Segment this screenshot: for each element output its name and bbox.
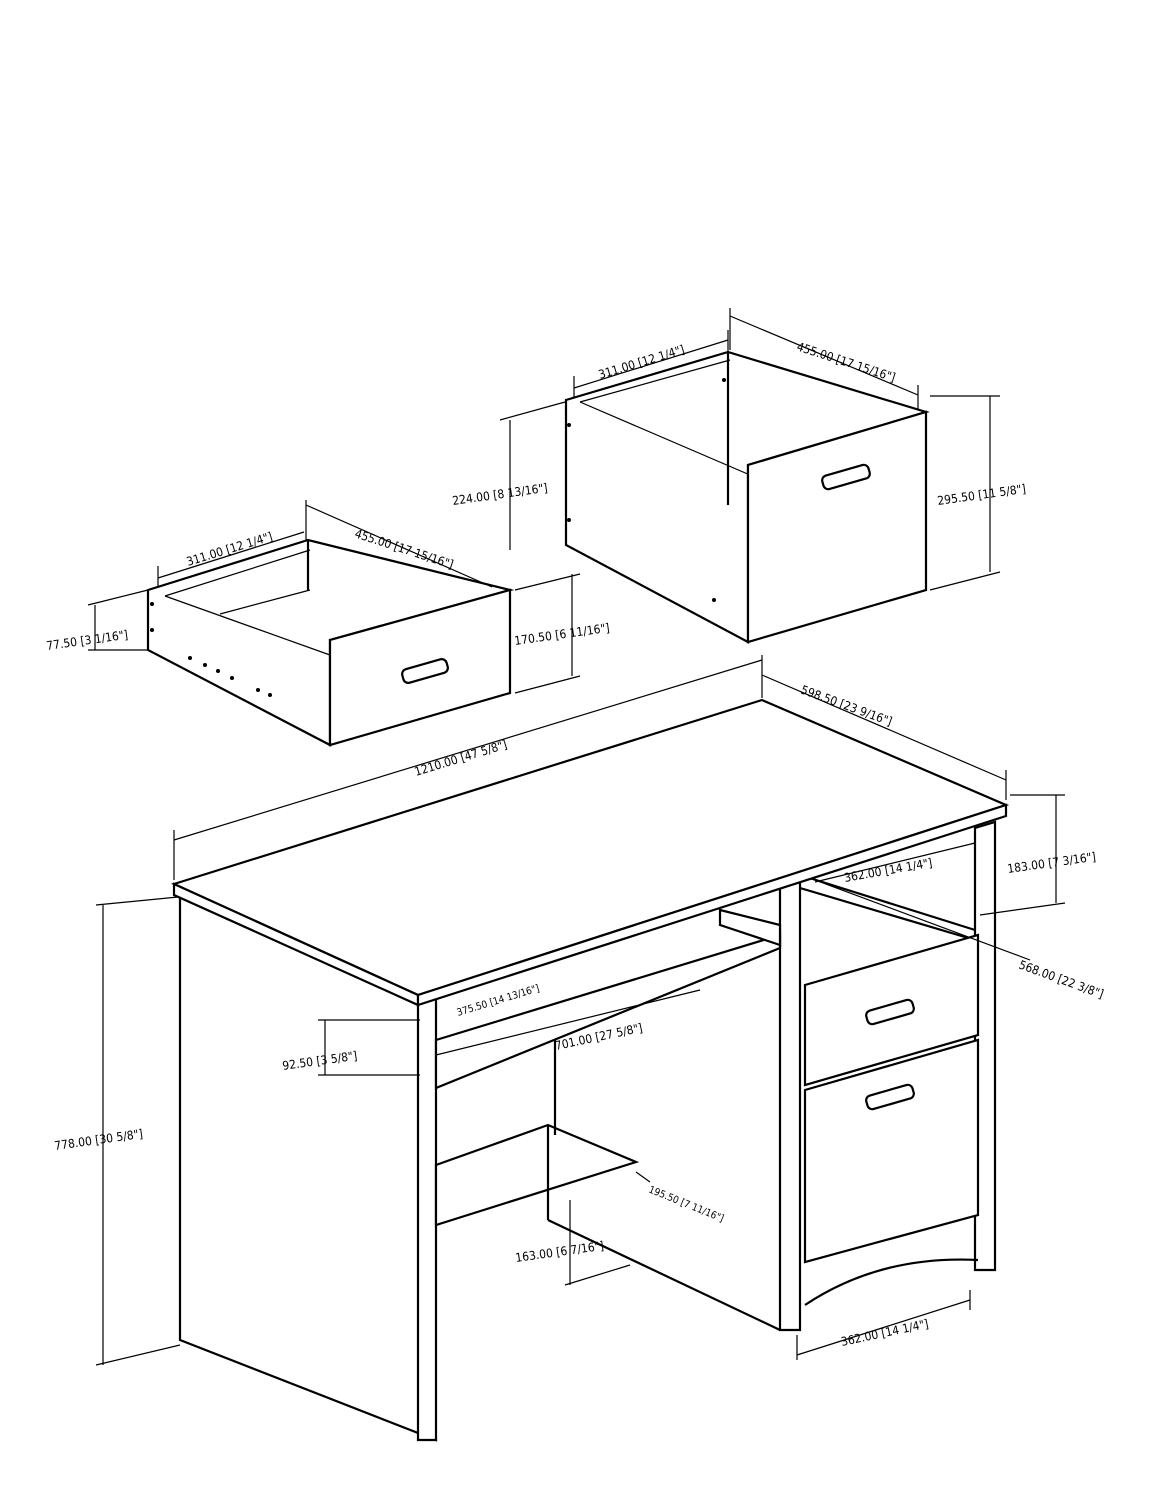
handle-icon [865, 998, 915, 1026]
dim-shelf-height: 163.00 [6 7/16"] [514, 1239, 604, 1265]
handle-icon [865, 1083, 915, 1111]
dim-desk-height: 778.00 [30 5/8"] [53, 1127, 143, 1153]
handle-icon [821, 463, 871, 491]
dim-small-drawer-box-height: 77.50 [3 1/16"] [45, 628, 128, 653]
dim-small-drawer-front-height: 170.50 [6 11/16"] [513, 621, 610, 648]
small-drawer [146, 538, 515, 747]
dim-file-drawer-box-height: 224.00 [8 13/16"] [451, 481, 548, 508]
dim-shelf-depth: 195.50 [7 11/16"] [647, 1185, 725, 1225]
handle-icon [401, 658, 449, 684]
dim-desk-width: 1210.00 [47 5/8"] [413, 737, 509, 778]
dim-pedestal-width: 362.00 [14 1/4"] [840, 1317, 930, 1349]
dim-top-opening-height: 183.00 [7 3/16"] [1006, 850, 1096, 876]
dim-pedestal-depth: 568.00 [22 3/8"] [1017, 958, 1106, 1002]
file-drawer [564, 350, 930, 644]
dimension-lines [87, 308, 1066, 1366]
desk [170, 698, 1010, 1442]
dim-file-drawer-front-height: 295.50 [11 5/8"] [936, 482, 1026, 508]
